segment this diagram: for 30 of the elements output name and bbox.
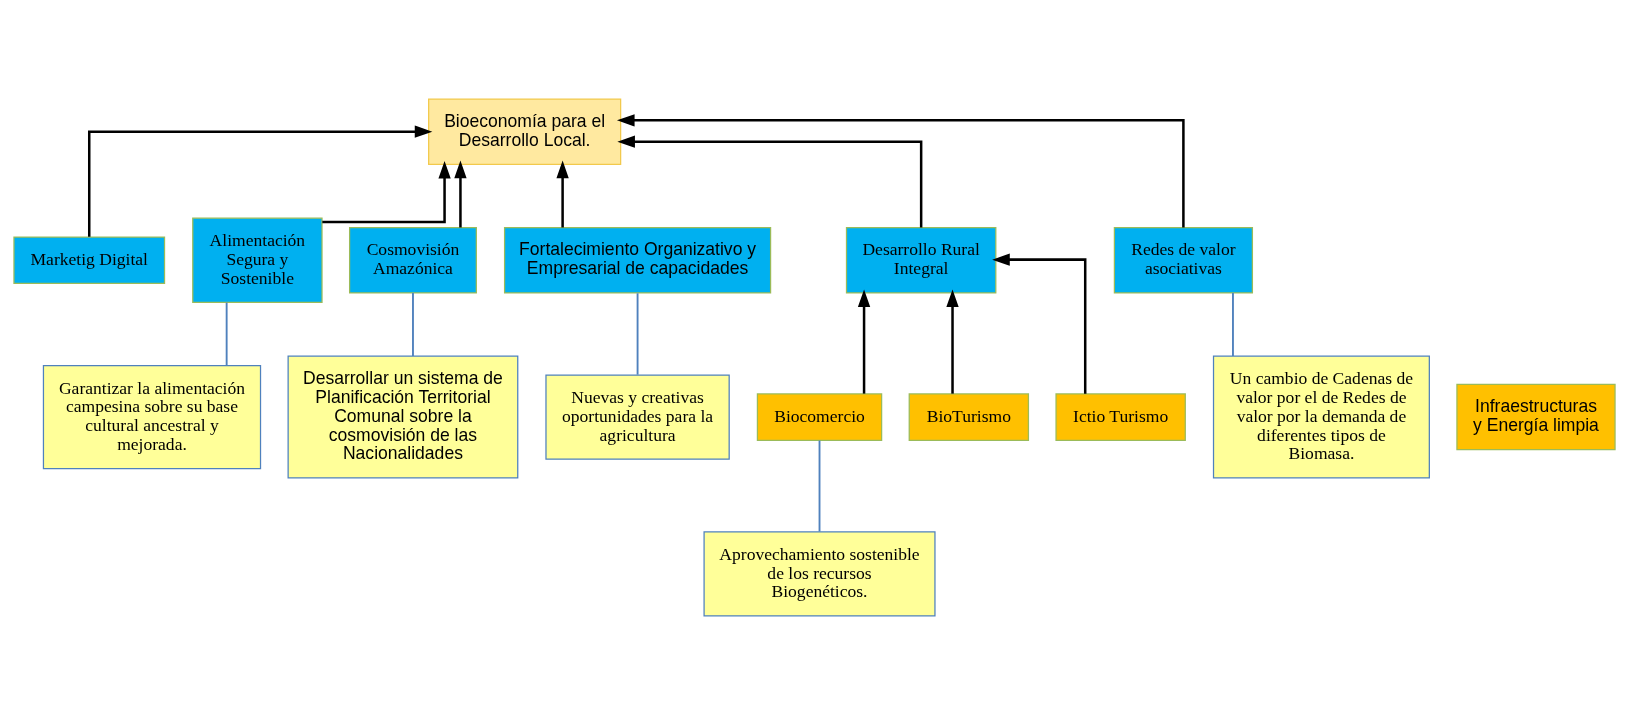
node-box: Desarrollo Rural Integral [845, 226, 997, 293]
node-box: Biocomercio [756, 392, 883, 441]
node-box: Cosmovisión Amazónica [349, 226, 477, 293]
node-box: Desarrollar un sistema de Planificación Territorial Comunal sobre la cosmovisión de las Nacionalidades [287, 355, 519, 479]
connector [412, 291, 414, 357]
connector [818, 439, 821, 532]
arrow [946, 288, 959, 394]
arrow [322, 160, 451, 223]
node-box: Ictio Turismo [1055, 392, 1186, 441]
node-box: BioTurismo [908, 392, 1030, 441]
connector [1232, 291, 1234, 357]
arrow [857, 288, 871, 394]
node-box: Marketig Digital [13, 235, 166, 284]
arrow [88, 125, 433, 237]
node-box: Redes de valor asociativas [1113, 226, 1254, 293]
node-box: Garantizar la alimentación campesina sobre su base cultural ancestral y mejorada. [42, 364, 262, 469]
node-box: Un cambio de Cadenas de valor por el de Redes de valor por la demanda de diferentes tipos de Biomasa. [1212, 355, 1430, 479]
arrow [556, 160, 569, 227]
node-box: Bioeconomía para el Desarrollo Local. [428, 97, 622, 165]
connector [225, 301, 228, 366]
node-box: Aprovechamiento sostenible de los recursos Biogenéticos. [703, 530, 936, 617]
arrow [454, 160, 467, 227]
arrow [617, 113, 1185, 227]
node-box: Nuevas y creativas oportunidades para la agricultura [545, 373, 730, 460]
arrow [617, 135, 923, 228]
node-box: Fortalecimiento Organizativo y Empresarial de capacidades [503, 226, 772, 293]
arrow [992, 252, 1087, 394]
node-box: Infraestructuras y Energía limpia [1456, 383, 1616, 450]
node-box: Alimentación Segura y Sostenible [192, 217, 323, 303]
connector [636, 291, 639, 376]
